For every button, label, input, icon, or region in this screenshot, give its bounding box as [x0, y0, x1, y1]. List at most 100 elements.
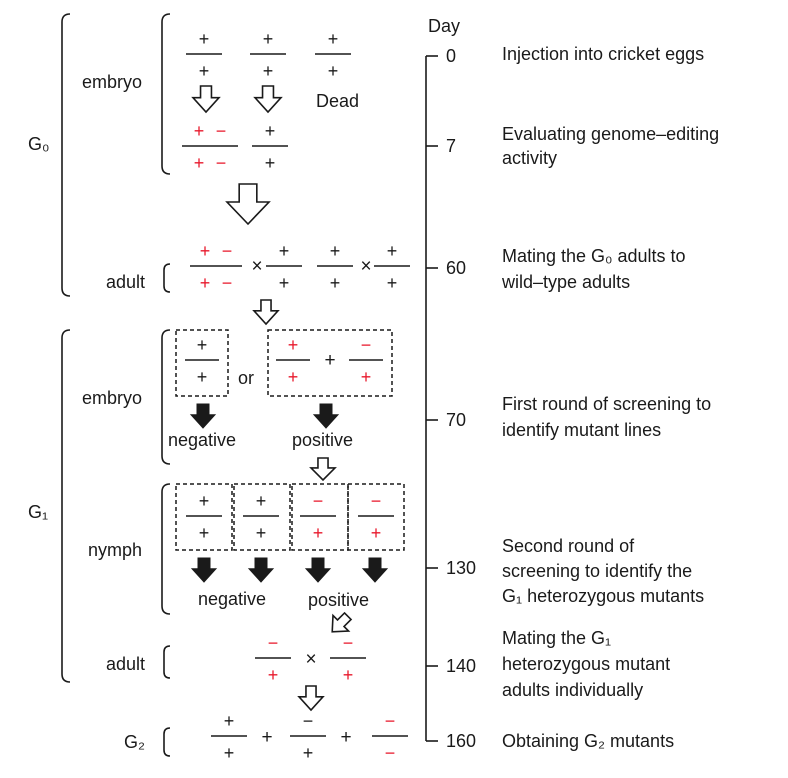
arrow-down-icon — [191, 85, 221, 114]
desc-day130-line1: Second round of — [502, 536, 635, 556]
allele-minus: − — [385, 711, 396, 731]
allele-plus: + — [265, 121, 276, 141]
positive-label-nymph: positive — [308, 590, 369, 610]
day-label-70: 70 — [446, 410, 466, 430]
g0-bracket — [61, 13, 71, 297]
genotype-g1-pos-wt: ++ — [276, 335, 310, 387]
g1-embryo-positive-box — [267, 329, 393, 397]
g2-bracket — [163, 727, 171, 757]
allele-minus: − — [216, 121, 227, 141]
stage-g1-embryo: embryo — [82, 388, 142, 408]
allele-plus: + — [224, 711, 235, 731]
negative-label-nymph: negative — [198, 589, 266, 609]
allele-plus: + — [197, 335, 208, 355]
negative-label-embryo: negative — [168, 430, 236, 450]
allele-plus: + — [371, 523, 382, 543]
day-label-140: 140 — [446, 656, 476, 676]
genotype-g1-adult-1: −+ — [255, 633, 291, 685]
allele-minus: − — [268, 633, 279, 653]
arrow-down-solid-icon — [304, 557, 332, 583]
arrows — [189, 85, 389, 712]
dashed-boxes — [175, 329, 405, 551]
stage-g1-nymph: nymph — [88, 540, 142, 560]
day-label-60: 60 — [446, 258, 466, 278]
desc-day140-line2: heterozygous mutant — [502, 654, 670, 674]
desc-day70-line1: First round of screening to — [502, 394, 711, 414]
genotype-g1-adult-2: −+ — [330, 633, 366, 685]
genotype-wt-adult-2: ++ — [317, 241, 353, 293]
desc-day70-line2: identify mutant lines — [502, 420, 661, 440]
stage-g1-adult: adult — [106, 654, 145, 674]
stage-g0-adult: adult — [106, 272, 145, 292]
g1-nymph-box-1 — [175, 483, 233, 551]
allele-plus: + — [263, 61, 274, 81]
desc-day0: Injection into cricket eggs — [502, 44, 704, 64]
allele-plus: + — [288, 367, 299, 387]
allele-plus: + — [343, 665, 354, 685]
allele-plus: + — [387, 273, 398, 293]
allele-plus: + — [361, 367, 372, 387]
allele-plus: + — [265, 153, 276, 173]
genotype-g1-negative: ++ — [185, 335, 219, 387]
genotypes: +++++++−+−+++−+−×++++×+++++++−+++++−+−+−… — [182, 29, 410, 763]
g0-label: G₀ — [28, 134, 49, 154]
g1-embryo-negative-box — [175, 329, 229, 397]
allele-plus: + — [194, 121, 205, 141]
arrow-down-icon — [253, 85, 283, 114]
g0-adult-bracket — [163, 263, 171, 293]
or-label: or — [238, 368, 254, 388]
genotype-g2-hom: −− — [372, 711, 408, 763]
allele-minus: − — [313, 491, 324, 511]
allele-minus: − — [343, 633, 354, 653]
plus-sign-g2-1: + — [261, 727, 272, 748]
genotype-nymph-4: −+ — [358, 491, 394, 543]
arrow-down-icon — [225, 183, 271, 226]
genotype-g2-het: −+ — [290, 711, 326, 763]
arrow-down-solid-icon — [190, 557, 218, 583]
desc-day60-line2: wild–type adults — [501, 272, 630, 292]
g1-nymph-box-3 — [291, 483, 349, 551]
allele-minus: − — [385, 743, 396, 763]
allele-plus: + — [328, 61, 339, 81]
day-label-160: 160 — [446, 731, 476, 751]
allele-plus: + — [313, 523, 324, 543]
genotype-wt-adult-3: ++ — [374, 241, 410, 293]
genotype-wt-2: ++ — [250, 29, 286, 81]
allele-plus: + — [256, 523, 267, 543]
day-label-0: 0 — [446, 46, 456, 66]
desc-day160: Obtaining G₂ mutants — [502, 731, 674, 751]
g1-nymph-bracket — [161, 483, 171, 615]
g1-adult-bracket — [163, 645, 171, 679]
genotype-wt-3: ++ — [315, 29, 351, 81]
day-axis — [425, 55, 438, 742]
arrow-down-solid-icon — [247, 557, 275, 583]
desc-day7-line1: Evaluating genome–editing — [502, 124, 719, 144]
desc-day130-line2: screening to identify the — [502, 561, 692, 581]
g1-bracket — [61, 329, 71, 683]
desc-day130-line3: G₁ heterozygous mutants — [502, 586, 704, 606]
allele-plus: + — [199, 61, 210, 81]
desc-day60-line1: Mating the G₀ adults to — [502, 246, 686, 266]
allele-plus: + — [194, 153, 205, 173]
allele-plus: + — [200, 241, 211, 261]
allele-minus: − — [222, 241, 233, 261]
genotype-nymph-2: ++ — [243, 491, 279, 543]
g2-label: G₂ — [124, 732, 145, 752]
desc-day140-line1: Mating the G₁ — [502, 628, 611, 648]
allele-plus: + — [328, 29, 339, 49]
allele-plus: + — [330, 273, 341, 293]
plus-sign-g1-embryo: + — [324, 350, 335, 371]
allele-plus: + — [199, 29, 210, 49]
g1-nymph-box-2 — [233, 483, 291, 551]
allele-plus: + — [200, 273, 211, 293]
stage-g0-embryo: embryo — [82, 72, 142, 92]
genotype-g1-pos-mut: −+ — [349, 335, 383, 387]
allele-plus: + — [199, 491, 210, 511]
arrow-down-solid-icon — [312, 403, 340, 429]
g1-embryo-bracket — [161, 329, 171, 465]
allele-plus: + — [197, 367, 208, 387]
day-axis-title: Day — [428, 16, 460, 36]
allele-plus: + — [279, 241, 290, 261]
arrow-down-icon — [252, 299, 280, 326]
